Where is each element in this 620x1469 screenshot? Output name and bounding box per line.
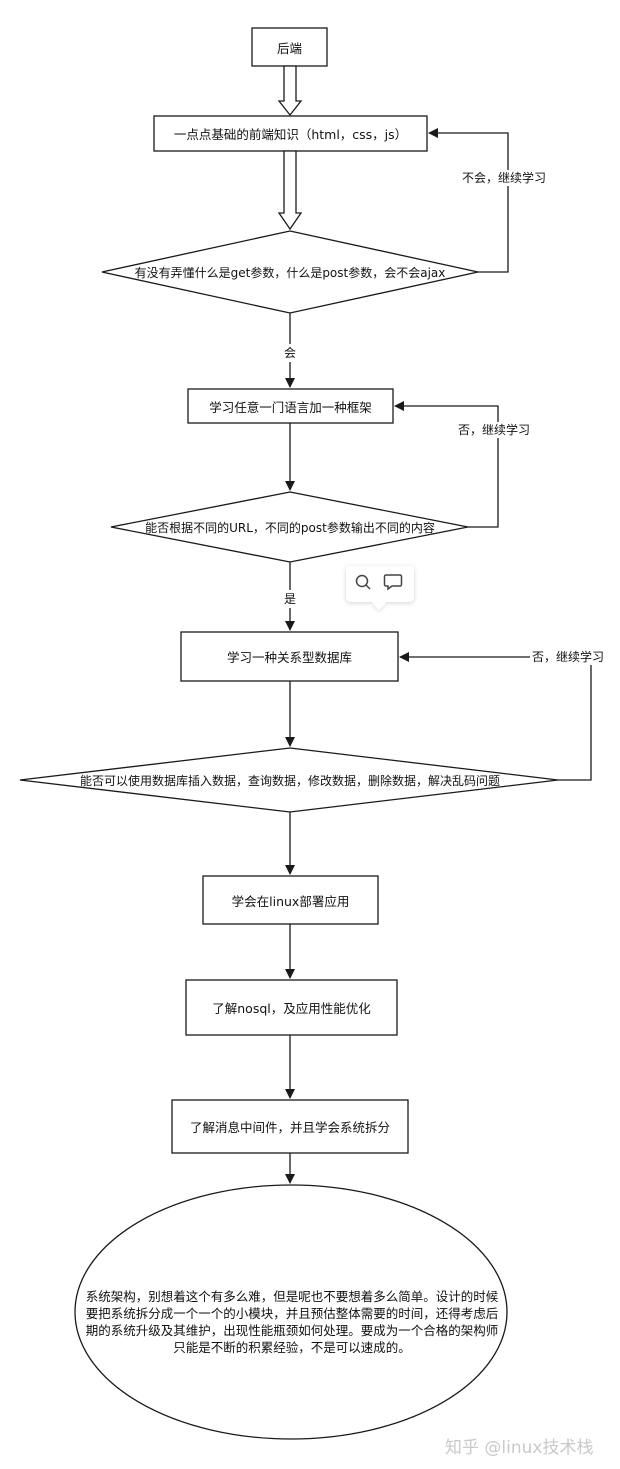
node-start-box — [251, 27, 328, 67]
node-db: 学习一种关系型数据库 — [226, 650, 352, 665]
edge-label-yes-shi: 是 — [284, 590, 297, 608]
comment-toolbar[interactable] — [346, 566, 414, 611]
edge-label-no-learn: 不会，继续学习 — [462, 170, 547, 186]
decision-db: 能否可以使用数据库插入数据，查询数据，修改数据，删除数据，解决乱码问题 — [79, 773, 500, 788]
node-nosql-box — [185, 979, 398, 1036]
edge-label-yes-hui: 会 — [284, 344, 297, 362]
loop-http-back — [428, 128, 509, 273]
edge-label-no-learn-2: 否，继续学习 — [458, 422, 531, 438]
loop-url-back — [394, 401, 499, 528]
summary-ellipse — [74, 1184, 508, 1440]
node-lang: 学习任意一门语言加一种框架 — [209, 399, 372, 415]
node-frontend: 一点点基础的前端知识（html，css，js） — [173, 127, 408, 142]
summary-text: 系统架构，别想着这个有多么难，但是呢也不要想着多么简单。设计的时候要把系统拆分成… — [85, 1289, 499, 1355]
zhihu-watermark: 知乎 @linux技术栈 — [445, 1438, 594, 1458]
node-mq-box — [171, 1099, 409, 1154]
decision-http: 有没有弄懂什么是get参数，什么是post参数，会不会ajax — [134, 265, 446, 280]
decision-url: 能否根据不同的URL，不同的post参数输出不同的内容 — [145, 520, 435, 535]
edge-label-no-learn-3: 否，继续学习 — [530, 649, 607, 665]
node-linux: 学会在linux部署应用 — [231, 893, 350, 909]
node-nosql: 了解nosql，及应用性能优化 — [212, 1001, 371, 1016]
node-start: 后端 — [276, 40, 302, 56]
node-frontend-box — [153, 115, 428, 152]
hollow-arrow-1 — [277, 65, 303, 117]
hollow-arrow-2 — [277, 150, 303, 231]
node-mq: 了解消息中间件，并且学会系统拆分 — [189, 1120, 390, 1135]
loop-db-back — [399, 652, 592, 781]
node-linux-box — [202, 875, 379, 925]
node-lang-box — [187, 388, 394, 424]
